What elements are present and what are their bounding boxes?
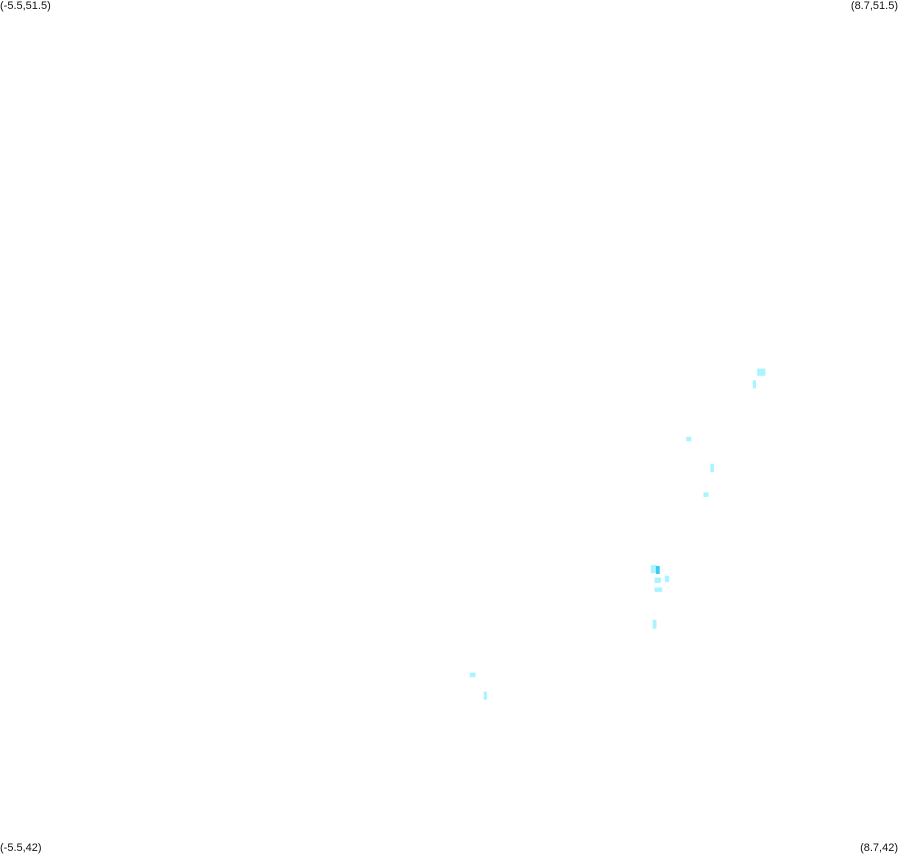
data-cells xyxy=(469,368,766,700)
data-cell xyxy=(752,380,756,389)
data-cell xyxy=(654,577,661,583)
corner-label-bottom-right: (8.7,42) xyxy=(860,842,898,854)
data-cell xyxy=(757,368,766,376)
data-cell xyxy=(469,672,476,678)
data-cell xyxy=(686,436,692,442)
corner-label-bottom-left: (-5.5,42) xyxy=(0,842,42,854)
data-cell xyxy=(650,565,656,574)
data-cell xyxy=(483,691,487,700)
data-cell xyxy=(654,587,663,592)
data-cell xyxy=(703,492,709,497)
data-cell xyxy=(652,619,657,629)
data-cell xyxy=(664,575,670,583)
corner-label-top-right: (8.7,51.5) xyxy=(850,0,898,12)
data-cell xyxy=(710,463,715,472)
corner-label-top-left: (-5.5,51.5) xyxy=(0,0,51,12)
data-cell xyxy=(655,565,660,574)
